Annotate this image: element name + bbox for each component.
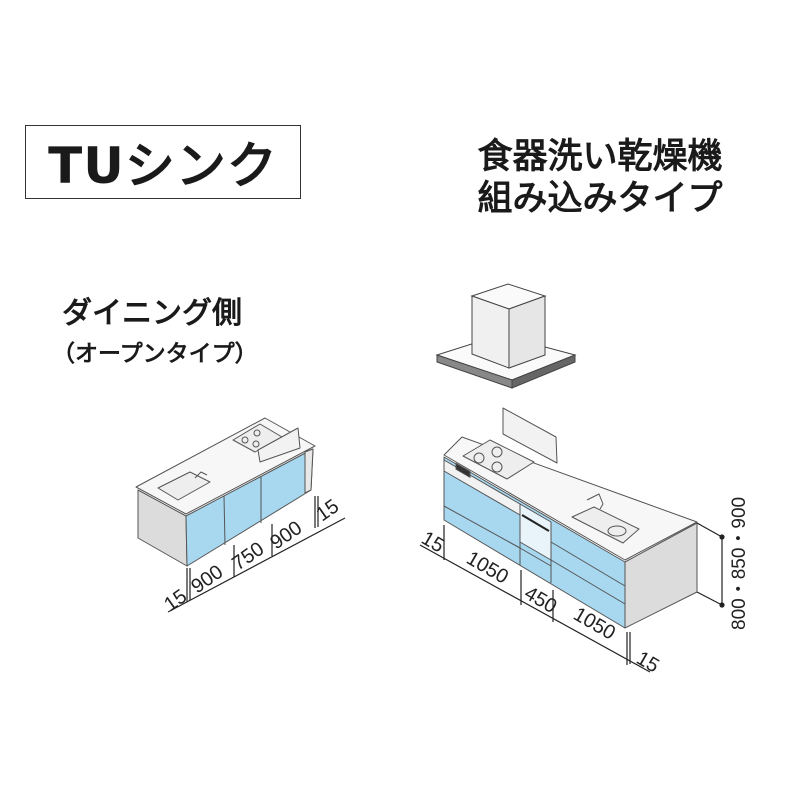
dining-side-label: ダイニング側 <box>62 296 242 331</box>
sink <box>157 471 211 501</box>
backguard <box>502 407 558 464</box>
range-hood <box>435 283 577 389</box>
dim-right-450: 450 <box>521 582 561 618</box>
dining-side-sub-label: （オープンタイプ） <box>52 341 258 367</box>
sink <box>571 506 640 544</box>
dining-side-kitchen <box>135 417 346 613</box>
cooktop <box>462 439 535 480</box>
dim-height: 800・850・900 <box>729 497 750 630</box>
dim-right-15a: 15 <box>418 527 448 557</box>
dim-right-15b: 15 <box>633 647 663 677</box>
dim-left-900a: 900 <box>187 561 227 598</box>
faucet <box>586 493 604 510</box>
main-kitchen <box>419 407 725 673</box>
heading-line-2: 組み込みタイプ <box>477 179 723 219</box>
right-end-panel <box>304 448 314 494</box>
backguard <box>257 427 301 463</box>
product-title: TUシンク <box>48 137 278 195</box>
title-box: TUシンク <box>25 125 301 199</box>
heading-line-1: 食器洗い乾燥機 <box>477 137 723 177</box>
